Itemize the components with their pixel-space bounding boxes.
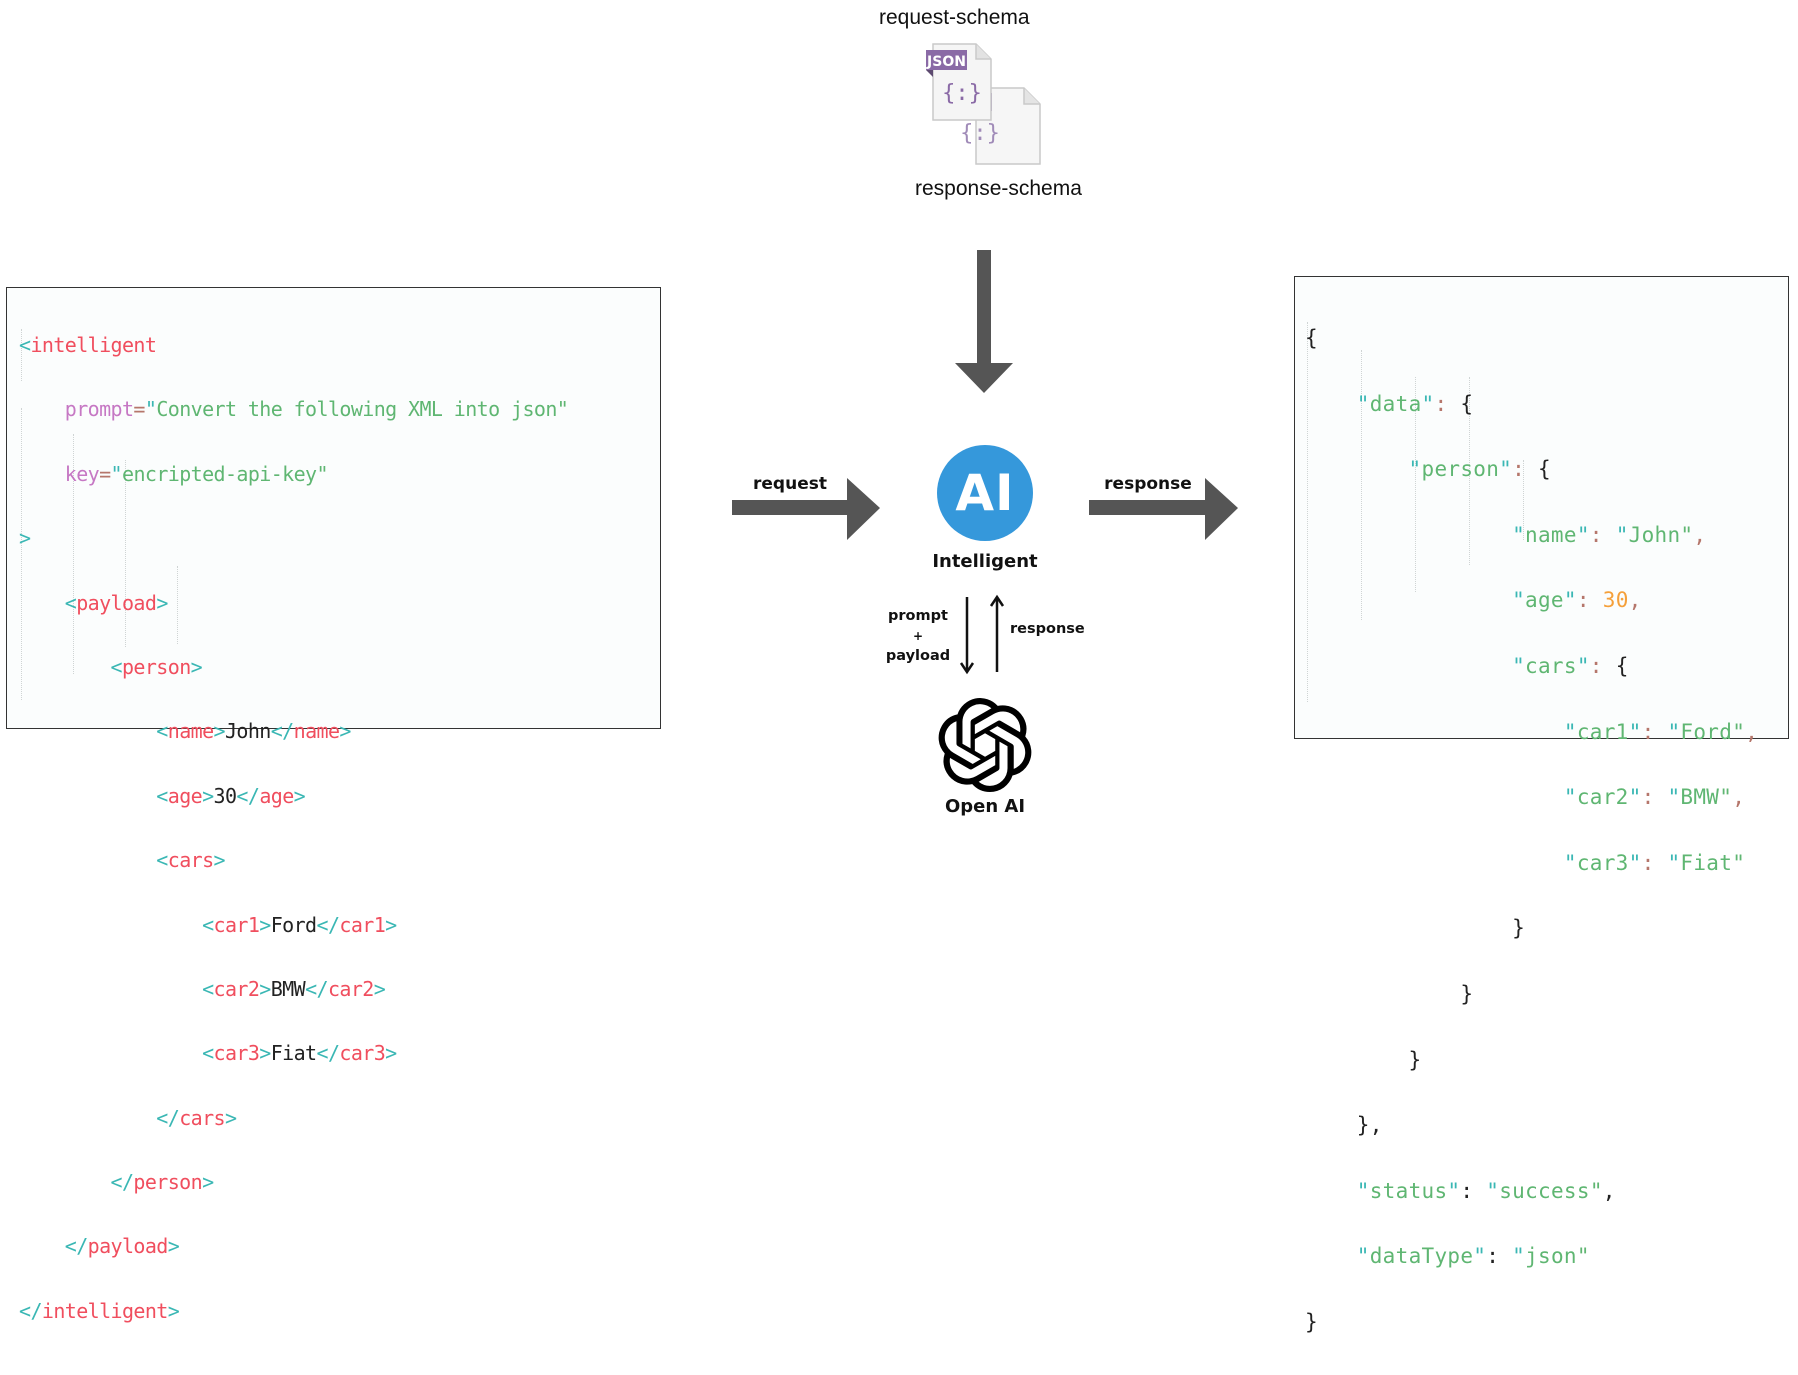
json-line: "data": {: [1356, 391, 1474, 416]
ai-name-label: Intelligent: [932, 551, 1038, 572]
request-arrow-icon: [732, 478, 880, 540]
json-line: }: [1512, 916, 1526, 941]
openai-name-label: Open AI: [944, 796, 1026, 817]
json-line: {: [1305, 326, 1318, 350]
payload-label: payload: [885, 648, 951, 664]
xml-line: <car3>Fiat</car3>: [202, 1041, 397, 1066]
request-schema-file-icon[interactable]: JSON {:}: [926, 43, 992, 121]
response-schema-file-icon[interactable]: {:}: [960, 87, 1041, 165]
json-line: }: [1460, 981, 1474, 1006]
ai-badge-text: AI: [955, 464, 1015, 522]
xml-input-panel: <intelligent prompt="Convert the followi…: [6, 287, 661, 1323]
json-line: "dataType": "json": [1356, 1244, 1590, 1269]
json-glyph-icon: {:}: [960, 121, 1000, 146]
xml-line: </payload>: [64, 1234, 180, 1259]
xml-code: <intelligent prompt="Convert the followi…: [19, 294, 569, 1362]
xml-line: </cars>: [156, 1105, 237, 1130]
json-badge-text: JSON: [926, 54, 966, 70]
json-line: "age": 30,: [1512, 588, 1642, 613]
json-line: "cars": {: [1512, 653, 1629, 678]
request-schema-label: request-schema: [879, 6, 1030, 29]
json-line: },: [1356, 1113, 1383, 1138]
openai-logo-icon[interactable]: [938, 697, 1032, 793]
xml-line: <person>: [110, 654, 203, 679]
xml-line: </person>: [110, 1170, 215, 1195]
response-label: response: [1104, 474, 1192, 494]
xml-line: >: [19, 526, 31, 551]
json-line: "person": {: [1408, 457, 1551, 482]
ai-intelligent-icon[interactable]: AI: [937, 445, 1033, 541]
json-line: "car3": "Fiat": [1563, 850, 1746, 875]
json-line: "car1": "Ford",: [1563, 719, 1759, 744]
json-line: "car2": "BMW",: [1563, 785, 1746, 810]
json-code: { "data": { "person": { "name": "John", …: [1305, 287, 1758, 1375]
json-line: "status": "success",: [1356, 1178, 1616, 1203]
xml-line: prompt="Convert the following XML into j…: [64, 397, 569, 422]
schema-files: {:} JSON {:}: [926, 43, 1041, 165]
json-line: }: [1408, 1047, 1422, 1072]
prompt-label: prompt: [888, 608, 948, 624]
llm-response-up-arrow-icon: [989, 594, 1005, 672]
plus-label: +: [912, 629, 924, 643]
response-schema-label: response-schema: [915, 177, 1082, 200]
prompt-down-arrow-icon: [959, 597, 975, 675]
prompt-payload-label: prompt + payload: [868, 606, 968, 667]
xml-line: key="encripted-api-key": [64, 461, 329, 486]
json-badge-icon: [926, 50, 967, 70]
flow-arrows: [732, 250, 1238, 675]
schema-down-arrow-icon: [955, 250, 1013, 393]
json-line: }: [1305, 1309, 1318, 1334]
json-glyph-icon: {:}: [942, 81, 982, 106]
xml-line: <age>30</age>: [156, 783, 306, 808]
xml-line: <car2>BMW</car2>: [202, 976, 386, 1001]
xml-line: <car1>Ford</car1>: [202, 912, 397, 937]
request-label: request: [753, 474, 827, 494]
xml-line: </intelligent>: [19, 1298, 180, 1323]
xml-line: <cars>: [156, 848, 225, 873]
xml-line: <intelligent: [19, 333, 157, 357]
response-arrow-icon: [1089, 478, 1238, 540]
llm-response-label: response: [1010, 621, 1085, 637]
json-line: "name": "John",: [1512, 522, 1707, 547]
xml-line: <payload>: [64, 590, 169, 615]
json-output-panel: { "data": { "person": { "name": "John", …: [1294, 276, 1789, 1334]
xml-line: <name>John</name>: [156, 719, 351, 744]
